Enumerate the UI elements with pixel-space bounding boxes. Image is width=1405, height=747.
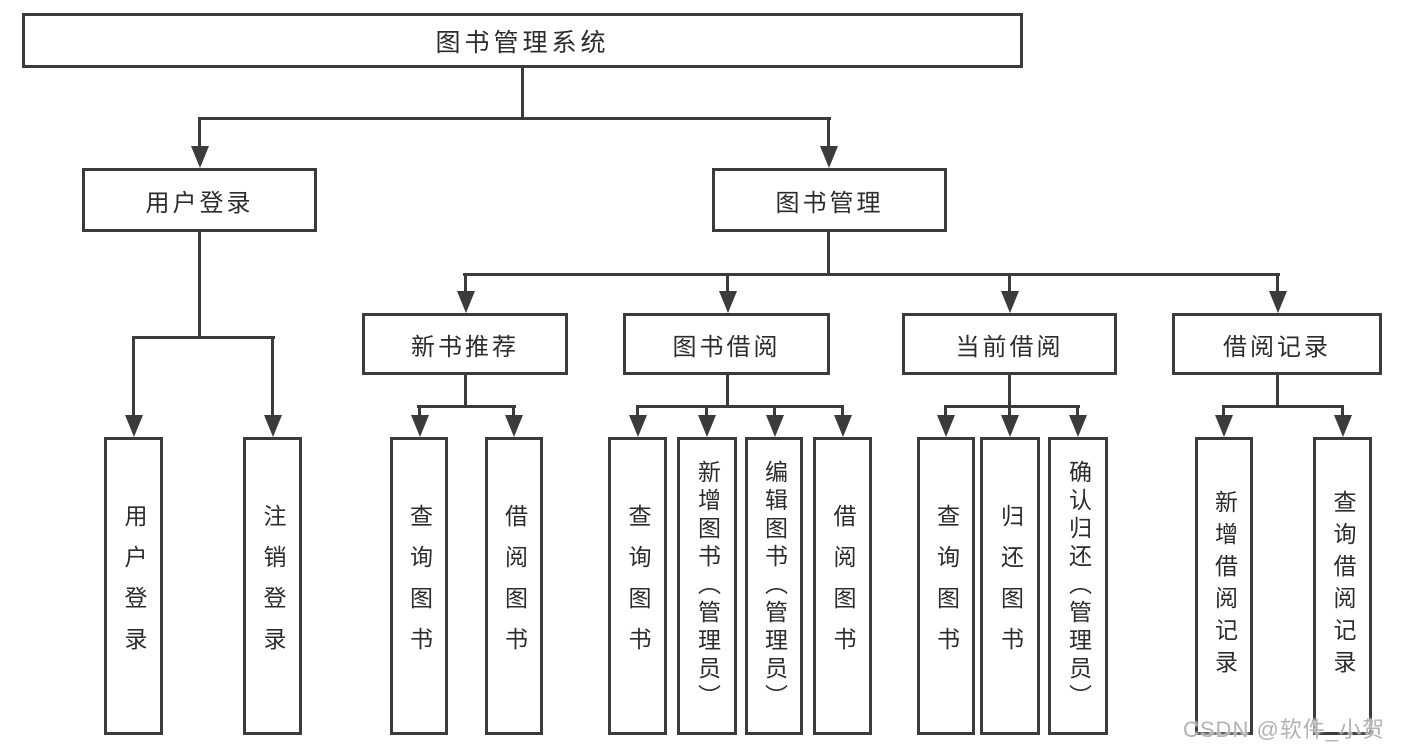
connector-arrow-down: [505, 415, 523, 437]
leaf-return-books: 归还图书: [980, 437, 1040, 735]
watermark: CSDN @软件_小贺同学: [1183, 717, 1386, 742]
connector-line: [827, 117, 830, 149]
connector-arrow-down: [125, 415, 143, 437]
leaf-borrow-books-recommend: 借阅图书: [485, 437, 543, 735]
node-borrowing-records: 借阅记录: [1172, 313, 1382, 375]
connector-line: [418, 405, 421, 418]
connector-arrow-down: [937, 415, 955, 437]
connector-line: [944, 405, 947, 418]
connector-arrow-down: [820, 146, 838, 168]
connector-line: [1276, 374, 1279, 407]
connector-arrow-down: [1001, 415, 1019, 437]
connector-line: [1008, 405, 1011, 418]
connector-line: [1341, 405, 1344, 418]
connector-line: [726, 273, 729, 294]
connector-line: [464, 273, 467, 294]
connector-arrow-down: [698, 415, 716, 437]
connector-line: [1276, 273, 1279, 294]
connector-line: [417, 405, 516, 408]
leaf-confirm-return-admin: 确认归还（管理员）: [1048, 437, 1108, 735]
connector-line: [1222, 405, 1225, 418]
connector-line: [464, 374, 467, 407]
connector-line: [827, 232, 830, 275]
connector-arrow-down: [1334, 415, 1352, 437]
leaf-logout: 注销登录: [243, 437, 302, 735]
connector-arrow-down: [1001, 291, 1019, 313]
leaf-borrow-books: 借阅图书: [813, 437, 872, 735]
node-book-borrowing: 图书借阅: [623, 313, 830, 375]
connector-arrow-down: [1269, 291, 1287, 313]
connector-line: [1076, 405, 1079, 418]
leaf-user-login: 用户登录: [104, 437, 163, 735]
connector-line: [841, 405, 844, 418]
connector-line: [132, 336, 275, 339]
node-current-borrowing: 当前借阅: [902, 313, 1117, 375]
connector-line: [944, 405, 1080, 408]
leaf-query-books-current: 查询图书: [917, 437, 975, 735]
connector-arrow-down: [766, 415, 784, 437]
connector-line: [1008, 273, 1011, 294]
connector-line: [1222, 405, 1344, 408]
leaf-query-books-recommend: 查询图书: [390, 437, 448, 735]
leaf-add-book-admin: 新增图书（管理员）: [677, 437, 737, 735]
connector-line: [726, 374, 729, 407]
connector-line: [463, 273, 1280, 276]
connector-arrow-down: [457, 291, 475, 313]
leaf-query-books-borrowing: 查询图书: [608, 437, 667, 735]
connector-line: [271, 336, 274, 418]
node-user-login: 用户登录: [82, 168, 317, 232]
connector-line: [198, 232, 201, 339]
connector-line: [636, 405, 844, 408]
connector-line: [636, 405, 639, 418]
node-new-book-recommend: 新书推荐: [362, 313, 568, 375]
connector-arrow-down: [834, 415, 852, 437]
connector-line: [512, 405, 515, 418]
leaf-query-borrow-record: 查询借阅记录: [1313, 437, 1372, 735]
connector-arrow-down: [629, 415, 647, 437]
connector-arrow-down: [411, 415, 429, 437]
connector-arrow-down: [191, 146, 209, 168]
leaf-add-borrow-record: 新增借阅记录: [1195, 437, 1253, 735]
connector-line: [521, 68, 524, 120]
connector-arrow-down: [264, 415, 282, 437]
connector-line: [132, 336, 135, 418]
node-library-system: 图书管理系统: [22, 13, 1023, 68]
leaf-edit-book-admin: 编辑图书（管理员）: [745, 437, 803, 735]
connector-arrow-down: [1215, 415, 1233, 437]
node-book-management: 图书管理: [712, 168, 947, 232]
connector-line: [198, 117, 831, 120]
connector-line: [1008, 374, 1011, 407]
connector-arrow-down: [1069, 415, 1087, 437]
connector-arrow-down: [719, 291, 737, 313]
connector-line: [773, 405, 776, 418]
connector-line: [705, 405, 708, 418]
connector-line: [198, 117, 201, 149]
